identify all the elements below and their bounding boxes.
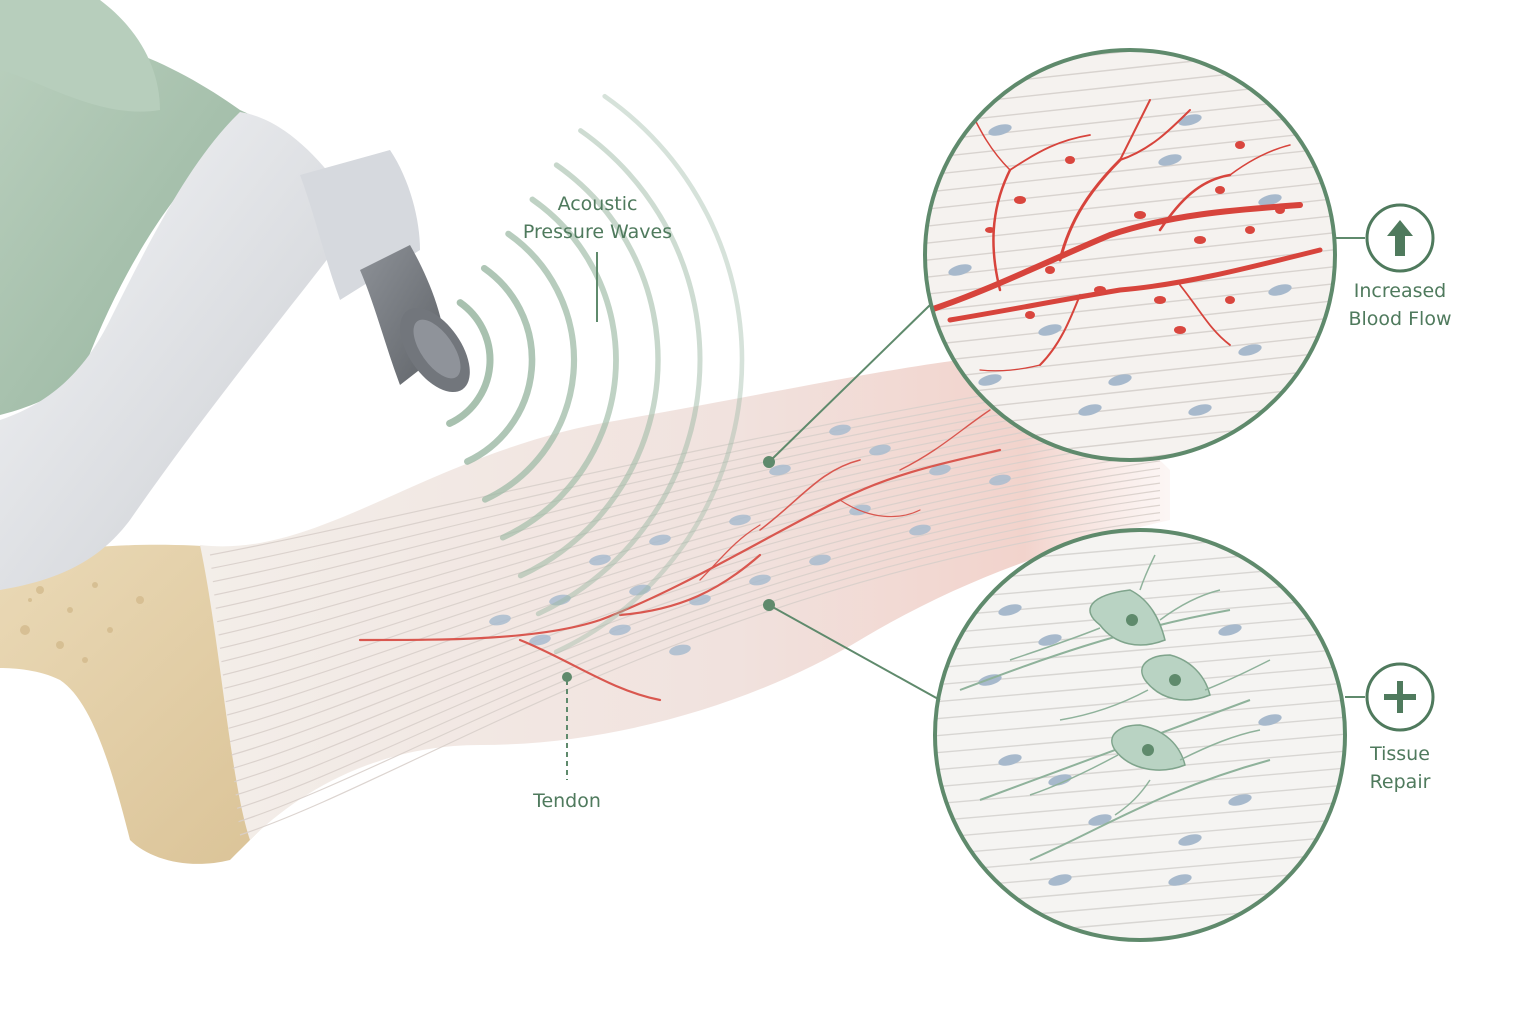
magnified-cell: [1258, 714, 1282, 726]
magnified-fiber: [925, 212, 1335, 264]
tissue-repair-label-line1: Tissue: [1370, 743, 1430, 765]
callout-lines: [566, 237, 1365, 780]
magnified-fiber: [935, 765, 1345, 807]
magnified-cell: [1158, 154, 1182, 166]
magnified-fiber: [935, 782, 1345, 824]
tendon-cell: [909, 524, 931, 536]
magnified-cell: [1108, 374, 1132, 386]
tendon-fiber: [218, 408, 1161, 636]
magnified-cell: [1228, 794, 1252, 806]
magnified-fiber: [925, 161, 1335, 213]
acoustic-waves: [446, 93, 745, 655]
tendon-cell: [769, 464, 791, 476]
magnified-cell: [1078, 404, 1102, 416]
tendon-cell: [529, 634, 551, 646]
tendon-fiber: [215, 393, 1161, 609]
tendon-cell: [989, 474, 1011, 486]
tendon-cell: [609, 624, 631, 636]
magnified-fiber: [935, 799, 1345, 841]
acoustic-wave-arc: [517, 162, 661, 579]
magnified-fiber: [925, 144, 1335, 196]
acoustic-wave-arc: [464, 264, 536, 465]
tendon-fiber: [232, 482, 1161, 769]
magnified-cell: [1038, 634, 1062, 646]
magnified-cell: [1168, 874, 1192, 886]
tendon-fiber: [238, 512, 1161, 823]
blood-flow-label-line2: Blood Flow: [1348, 308, 1452, 330]
magnified-cell: [1258, 194, 1282, 206]
shockwave-device: [0, 0, 470, 590]
magnified-cell: [1178, 834, 1202, 846]
tendon-cell: [749, 574, 771, 586]
tendon-cell: [649, 534, 671, 546]
tissue-repair-label: Tissue Repair: [1340, 740, 1460, 796]
acoustic-wave-arc: [535, 128, 703, 617]
tendon-fiber: [235, 497, 1161, 796]
magnified-cell: [1048, 774, 1072, 786]
magnified-cell: [948, 264, 972, 276]
up-arrow-icon: [1365, 203, 1435, 273]
tendon-blood-vessel: [358, 409, 1002, 702]
blood-flow-label-line1: Increased: [1353, 280, 1447, 302]
magnified-cell: [998, 604, 1022, 616]
magnified-cell: [988, 124, 1012, 136]
tendon-cell: [929, 464, 951, 476]
tendon-fiber: [234, 489, 1161, 783]
acoustic-wave-arc: [481, 230, 578, 503]
tendon-fiber: [219, 416, 1161, 649]
magnified-cell: [978, 374, 1002, 386]
tendon-cell: [809, 554, 831, 566]
acoustic-pressure-waves-label: Acoustic Pressure Waves: [505, 190, 690, 246]
tendon-cell: [729, 514, 751, 526]
magnified-fiber: [935, 663, 1345, 705]
tendon-fiber: [228, 460, 1161, 729]
tendon-fiber: [211, 371, 1161, 569]
magnified-cell: [1038, 324, 1062, 336]
magnified-fiber: [935, 629, 1345, 671]
tendon-fiber: [231, 475, 1161, 756]
tissue-repair-label-line2: Repair: [1369, 771, 1431, 793]
magnified-cell: [998, 754, 1022, 766]
callout-dots: [562, 456, 775, 682]
tendon-cell: [869, 444, 891, 456]
tendon-cell: [489, 614, 511, 626]
magnified-cell: [1268, 284, 1292, 296]
magnified-cell: [1048, 874, 1072, 886]
tendon: [200, 360, 1170, 840]
magnified-cell: [1218, 624, 1242, 636]
magnified-fiber: [935, 646, 1345, 688]
magnified-cell: [1238, 344, 1262, 356]
tendon-fiber: [239, 519, 1161, 836]
increased-blood-flow-label: Increased Blood Flow: [1330, 277, 1470, 333]
tendon-fiber: [214, 386, 1161, 596]
tendon-fiber: [236, 504, 1161, 809]
tendon-cell: [829, 424, 851, 436]
magnified-fiber: [925, 280, 1335, 332]
acoustic-wave-arc: [446, 299, 494, 427]
magnified-cell: [1088, 814, 1112, 826]
magnified-fiber: [935, 697, 1345, 739]
magnified-fiber: [935, 748, 1345, 790]
magnified-fiber: [925, 178, 1335, 230]
tendon-fiber: [209, 364, 1161, 556]
acoustic-wave-arc: [553, 93, 745, 655]
tendon-cell: [669, 644, 691, 656]
tendon-cell: [589, 554, 611, 566]
plus-icon: [1365, 662, 1435, 732]
magnified-cell: [1188, 404, 1212, 416]
acoustic-wave-arc: [499, 196, 619, 541]
tendon-fiber: [212, 379, 1161, 583]
tendon-label: Tendon: [533, 790, 601, 812]
tendon-fiber: [224, 438, 1161, 689]
tendon-fiber: [229, 467, 1161, 743]
magnified-fiber: [925, 314, 1335, 366]
tendon-cell: [629, 584, 651, 596]
magnified-fiber: [935, 680, 1345, 722]
tendon-fiber: [226, 452, 1161, 716]
acoustic-label-line2: Pressure Waves: [522, 221, 673, 243]
acoustic-label-line1: Acoustic: [557, 193, 638, 215]
magnified-fiber: [925, 297, 1335, 349]
